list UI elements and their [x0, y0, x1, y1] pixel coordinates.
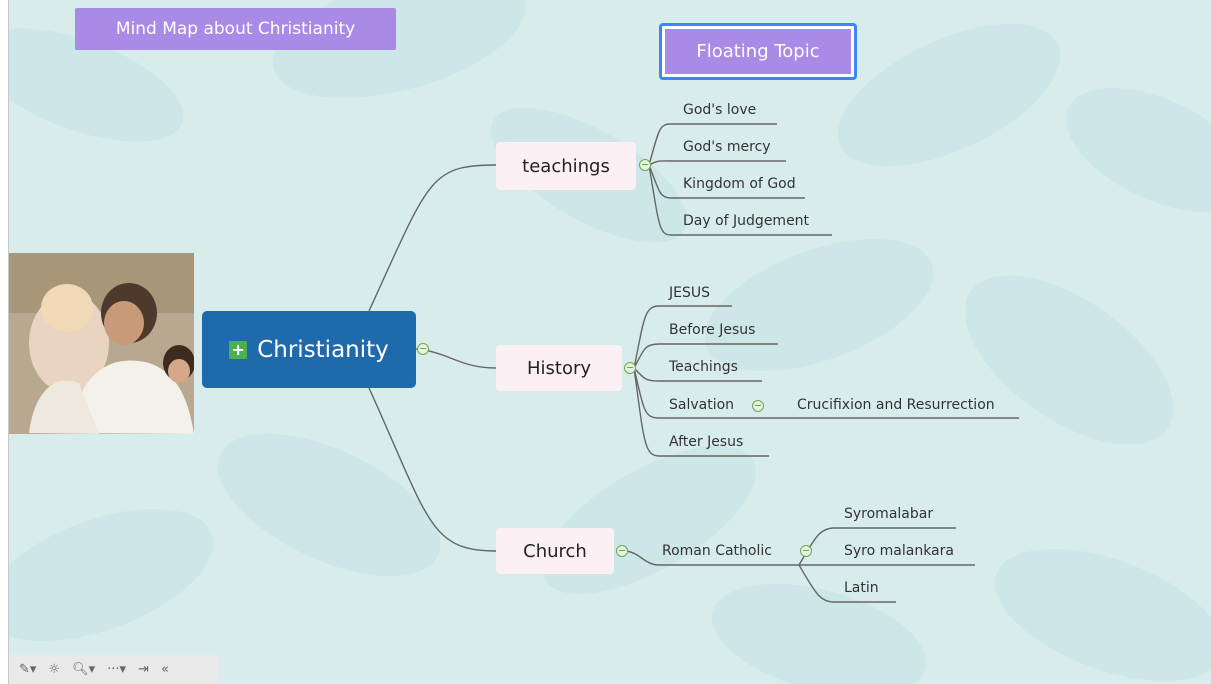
bulb-icon[interactable]: ☼ — [48, 662, 61, 677]
topic-church[interactable]: Church — [496, 528, 614, 574]
subtopic-syromalabar[interactable]: Syromalabar — [844, 506, 934, 522]
collapse-church-icon[interactable] — [616, 545, 628, 557]
subtopic-day-of-judgement[interactable]: Day of Judgement — [683, 213, 810, 229]
subtopic-after-jesus[interactable]: After Jesus — [669, 434, 744, 450]
subtopic-kingdom-of-god[interactable]: Kingdom of God — [683, 176, 796, 192]
expand-icon[interactable]: + — [229, 340, 248, 359]
topic-teachings[interactable]: teachings — [496, 142, 636, 190]
subtopic-teachings[interactable]: Teachings — [669, 359, 738, 375]
subtopic-gods-mercy[interactable]: God's mercy — [683, 139, 771, 155]
collapse-teachings-icon[interactable] — [639, 159, 651, 171]
mind-map-canvas[interactable]: Mind Map about Christianity Floating Top… — [8, 0, 1211, 684]
subtopic-before-jesus[interactable]: Before Jesus — [669, 322, 756, 338]
subtopic-latin[interactable]: Latin — [844, 580, 879, 596]
collapse-salvation-icon[interactable] — [752, 400, 764, 412]
floating-topic[interactable]: Floating Topic — [659, 23, 857, 80]
subtopic-salvation[interactable]: Salvation — [669, 397, 735, 413]
subtopic-jesus[interactable]: JESUS — [669, 285, 710, 301]
connector-lines — [368, 123, 1019, 603]
subtopic-crucifixion-and-resurrection[interactable]: Crucifixion and Resurrection — [797, 397, 995, 413]
bottom-toolbar: ✎▾ ☼ 🔍︎▾ ···▾ ⇥ « — [9, 655, 219, 684]
christianity-photo[interactable] — [9, 253, 194, 434]
collapse-central-icon[interactable] — [417, 343, 429, 355]
connector-teachings — [368, 164, 497, 312]
map-title-label: Mind Map about Christianity — [115, 19, 356, 39]
floating-topic-label: Floating Topic — [696, 41, 820, 62]
topic-church-label: Church — [523, 540, 587, 562]
connector-church — [368, 387, 497, 552]
subtopic-roman-catholic[interactable]: Roman Catholic — [662, 543, 772, 559]
more-icon[interactable]: ···▾ — [107, 662, 127, 677]
central-topic[interactable]: + Christianity — [202, 311, 416, 388]
export-icon[interactable]: ⇥ — [138, 662, 149, 677]
photo-image — [9, 253, 194, 434]
map-title[interactable]: Mind Map about Christianity — [75, 8, 396, 50]
central-topic-label: Christianity — [257, 336, 389, 363]
topic-history-label: History — [526, 357, 592, 379]
pen-icon[interactable]: ✎▾ — [19, 662, 37, 677]
subtopic-gods-love[interactable]: God's love — [683, 102, 757, 118]
subtopic-syro-malankara[interactable]: Syro malankara — [844, 543, 954, 559]
zoom-icon[interactable]: 🔍︎▾ — [72, 662, 96, 677]
collapse-panel-icon[interactable]: « — [160, 662, 169, 677]
topic-teachings-label: teachings — [522, 155, 610, 177]
collapse-roman-catholic-icon[interactable] — [800, 545, 812, 557]
collapse-history-icon[interactable] — [624, 362, 636, 374]
topic-history[interactable]: History — [496, 345, 622, 391]
